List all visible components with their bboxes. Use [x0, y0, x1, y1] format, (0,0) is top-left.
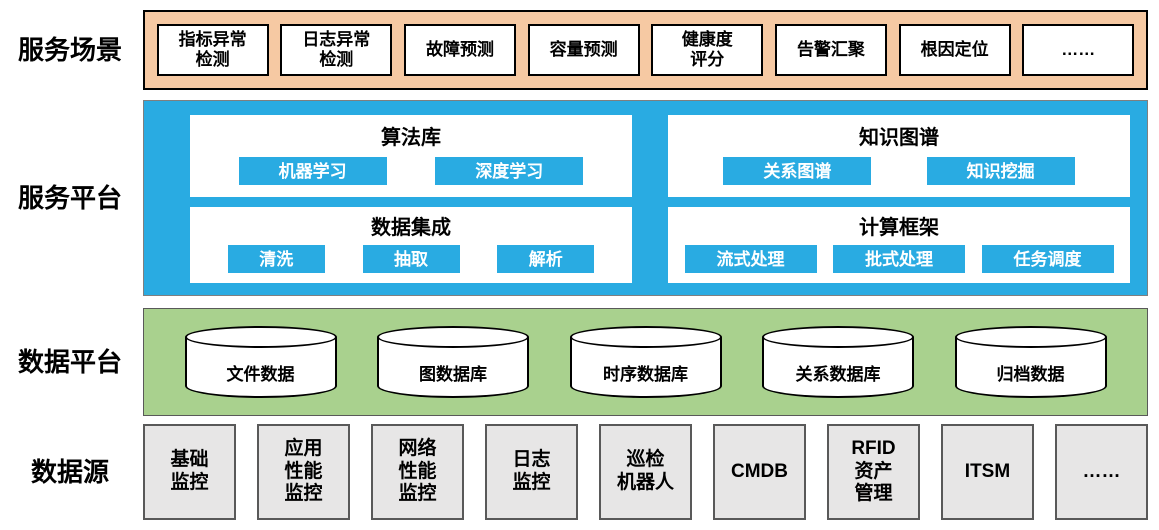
chip-deep-learning: 深度学习	[435, 157, 584, 185]
layer-label-service-scenarios: 服务场景	[17, 35, 122, 65]
layer-label-data-sources: 数据源	[30, 457, 109, 487]
cylinder-top	[954, 326, 1107, 348]
panel-data-integration: 数据集成 清洗 抽取 解析	[190, 207, 632, 283]
band-service-platform: 算法库 机器学习 深度学习 知识图谱 关系图谱 知识挖掘 数据集成 清洗 抽取 …	[143, 100, 1148, 296]
scenario-health-score: 健康度 评分	[651, 24, 764, 76]
db-file-data: 文件数据	[184, 326, 337, 398]
scenario-metric-anomaly: 指标异常 检测	[156, 24, 269, 76]
db-graph-database: 图数据库	[377, 326, 529, 398]
cylinder-top	[377, 326, 529, 348]
chip-knowledge-mining: 知识挖掘	[926, 157, 1075, 185]
scenario-log-anomaly: 日志异常 检测	[280, 24, 393, 76]
scenario-more: ……	[1022, 24, 1135, 76]
chip-extraction: 抽取	[362, 245, 460, 273]
panel-computing-framework: 计算框架 流式处理 批式处理 任务调度	[668, 207, 1130, 283]
source-cmdb: CMDB	[713, 424, 806, 520]
source-inspection-robot: 巡检 机器人	[599, 424, 692, 520]
cylinder-top	[184, 326, 337, 348]
chip-batch-processing: 批式处理	[833, 245, 965, 273]
source-more: ……	[1055, 424, 1148, 520]
cylinder-top	[762, 326, 914, 348]
chip-relation-graph: 关系图谱	[723, 157, 872, 185]
algorithm-chip-row: 机器学习 深度学习	[190, 157, 632, 185]
db-archive-data: 归档数据	[954, 326, 1107, 398]
cylinder-label: 归档数据	[954, 337, 1107, 398]
db-relational-database: 关系数据库	[762, 326, 914, 398]
panel-title-data-integration: 数据集成	[371, 217, 451, 239]
chip-machine-learning: 机器学习	[238, 157, 387, 185]
framework-chip-row: 流式处理 批式处理 任务调度	[668, 245, 1130, 273]
panel-knowledge-graph: 知识图谱 关系图谱 知识挖掘	[668, 115, 1130, 197]
source-network-performance: 网络 性能 监控	[371, 424, 464, 520]
source-basic-monitoring: 基础 监控	[143, 424, 236, 520]
integration-chip-row: 清洗 抽取 解析	[190, 245, 632, 273]
band-data-sources: 基础 监控 应用 性能 监控 网络 性能 监控 日志 监控 巡检 机器人 CMD…	[143, 424, 1148, 520]
panel-title-algorithm-library: 算法库	[381, 127, 441, 149]
panel-title-knowledge-graph: 知识图谱	[859, 127, 939, 149]
cylinder-top	[569, 326, 722, 348]
layer-label-data-platform: 数据平台	[17, 347, 122, 377]
db-timeseries-database: 时序数据库	[569, 326, 722, 398]
knowledge-chip-row: 关系图谱 知识挖掘	[668, 157, 1130, 185]
scenario-fault-prediction: 故障预测	[403, 24, 516, 76]
layer-label-service-platform: 服务平台	[17, 183, 122, 213]
band-data-platform: 文件数据 图数据库 时序数据库 关系数据库 归档数据	[143, 308, 1148, 416]
panel-title-computing-framework: 计算框架	[859, 217, 939, 239]
scenario-alert-aggregation: 告警汇聚	[774, 24, 887, 76]
source-itsm: ITSM	[941, 424, 1034, 520]
panel-algorithm-library: 算法库 机器学习 深度学习	[190, 115, 632, 197]
scenario-capacity-prediction: 容量预测	[527, 24, 640, 76]
source-rfid-asset-management: RFID 资产 管理	[827, 424, 920, 520]
chip-task-scheduling: 任务调度	[981, 245, 1114, 273]
source-app-performance: 应用 性能 监控	[257, 424, 350, 520]
band-service-scenarios: 指标异常 检测 日志异常 检测 故障预测 容量预测 健康度 评分 告警汇聚 根因…	[143, 10, 1148, 90]
chip-parsing: 解析	[497, 245, 595, 273]
chip-stream-processing: 流式处理	[684, 245, 817, 273]
chip-cleaning: 清洗	[227, 245, 325, 273]
scenario-root-cause: 根因定位	[898, 24, 1011, 76]
source-log-monitoring: 日志 监控	[485, 424, 578, 520]
